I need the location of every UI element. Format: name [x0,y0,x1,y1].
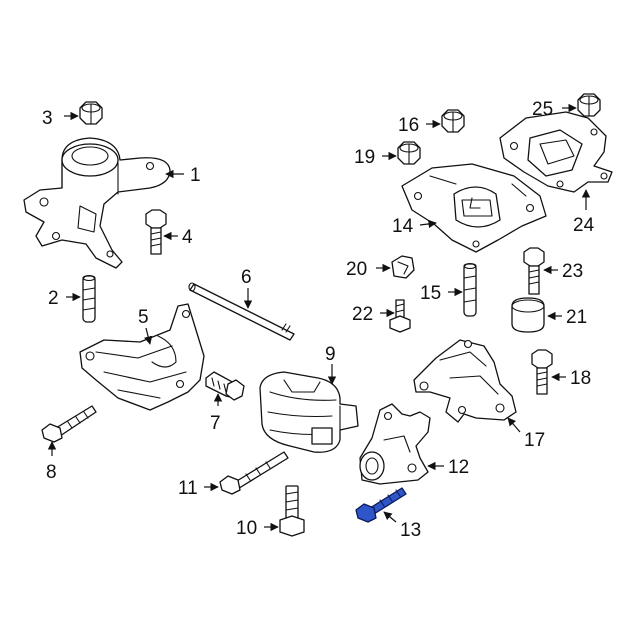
part-16-nut[interactable] [441,109,465,133]
part-7-bolt[interactable] [205,371,245,401]
callout-6[interactable]: 6 [241,267,252,288]
callout-16[interactable]: 16 [398,115,419,136]
callout-20[interactable]: 20 [346,259,367,280]
callout-22[interactable]: 22 [352,304,373,325]
part-10-bolt[interactable] [279,485,305,537]
part-12-bushing-bracket[interactable] [359,403,431,485]
callout-13[interactable]: 13 [400,520,421,541]
callout-21[interactable]: 21 [566,307,587,328]
part-3-nut[interactable] [79,101,103,125]
part-1-engine-mount[interactable] [23,137,171,269]
callout-18[interactable]: 18 [570,368,591,389]
callout-3[interactable]: 3 [42,108,53,129]
part-24-bracket[interactable] [499,111,613,193]
callout-24[interactable]: 24 [573,215,595,236]
callout-7[interactable]: 7 [210,413,221,434]
part-8-bolt[interactable] [41,405,97,443]
part-15-stud[interactable] [463,262,477,317]
part-5-bracket[interactable] [79,303,205,411]
callout-17[interactable]: 17 [524,430,545,451]
callout-11[interactable]: 11 [178,478,198,499]
part-2-stud[interactable] [82,274,96,323]
callout-19[interactable]: 19 [354,147,375,168]
part-14-plate[interactable] [401,163,547,253]
callout-5[interactable]: 5 [138,307,149,328]
part-25-nut[interactable] [577,93,601,117]
part-4-bolt[interactable] [145,209,167,255]
part-17-bracket[interactable] [413,339,517,423]
part-20-clip[interactable] [391,255,415,279]
part-21-bumper[interactable] [511,297,545,333]
part-18-bolt[interactable] [531,349,553,395]
callout-4[interactable]: 4 [182,227,193,248]
callout-2[interactable]: 2 [48,288,59,309]
callout-23[interactable]: 23 [562,261,583,282]
part-22-bolt[interactable] [389,299,411,333]
part-23-bolt[interactable] [523,247,545,295]
callout-15[interactable]: 15 [420,283,441,304]
callout-12[interactable]: 12 [448,457,469,478]
part-6-rod[interactable] [188,282,295,341]
part-13-bolt-highlighted[interactable] [355,487,407,523]
callout-1[interactable]: 1 [190,165,201,186]
part-9-transmission-mount[interactable] [259,371,359,453]
callout-8[interactable]: 8 [46,462,57,483]
callout-10[interactable]: 10 [236,518,257,539]
part-19-nut[interactable] [397,141,421,165]
part-11-bolt[interactable] [219,451,289,495]
callout-9[interactable]: 9 [325,344,336,365]
callout-14[interactable]: 14 [392,216,414,237]
